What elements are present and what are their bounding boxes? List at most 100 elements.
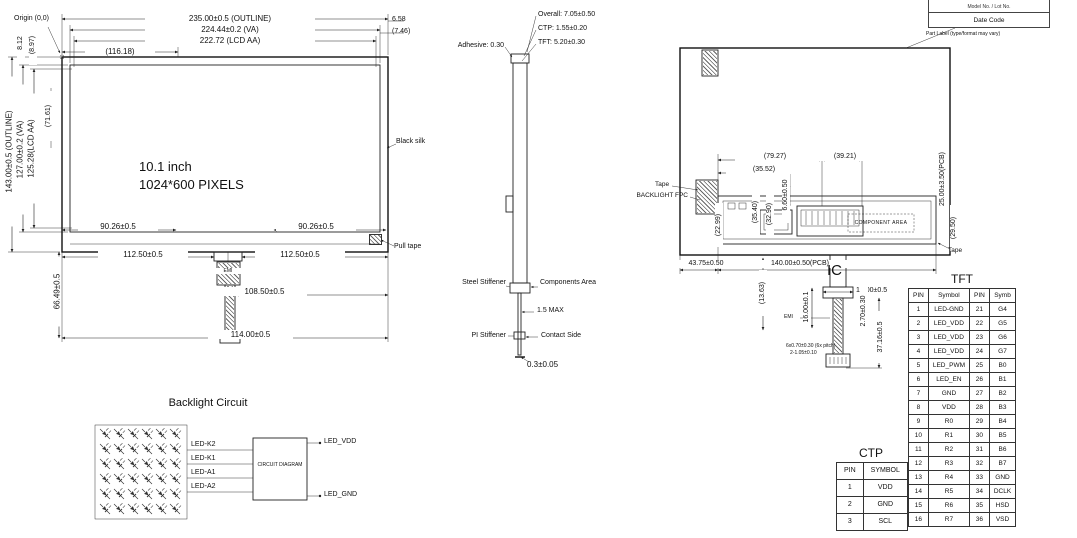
pin-table-cell: LED-GND	[927, 302, 971, 317]
pin-table-cell: SCL	[862, 513, 908, 531]
pin-table-cell: R4	[927, 470, 971, 485]
pin-table-cell: 4	[908, 344, 929, 359]
led-symbol	[127, 472, 140, 485]
pin-table-cell: 2	[836, 496, 864, 514]
part-label-caption: Part Label (type/format may vary)	[926, 31, 1001, 37]
led-symbol	[169, 502, 182, 515]
ic-label: IC	[827, 262, 842, 279]
pin-table-cell: LED_EN	[927, 372, 971, 387]
pin-table-cell: 7	[908, 386, 929, 401]
dim-overall-thickness: Overall: 7.05±0.50	[538, 11, 596, 18]
pin-table-cell: 34	[969, 484, 990, 499]
pin-table-cell: 16	[908, 512, 929, 527]
pin-table-header-cell: SYMBOL	[862, 462, 908, 480]
pin-table-cell: G4	[988, 302, 1017, 317]
pull-tape-label: Pull tape	[394, 243, 422, 250]
pin-table-cell: 9	[908, 414, 929, 429]
led-symbol	[169, 442, 182, 455]
led-symbol	[113, 457, 126, 470]
pin-table-cell: GND	[988, 470, 1017, 485]
led-symbol	[127, 502, 140, 515]
pin-table-cell: 33	[969, 470, 990, 485]
led-symbol	[99, 502, 112, 515]
led-symbol	[113, 502, 126, 515]
pi-stiffener-label: PI Stiffener	[471, 332, 506, 339]
led-symbol	[141, 427, 154, 440]
pin-table-cell: 23	[969, 330, 990, 345]
fpc-tail-hatch	[226, 286, 234, 336]
dim-4375: 43.75±0.50	[664, 260, 748, 268]
components-area-label: Components Area	[540, 279, 597, 286]
pin-table-cell: 6	[908, 372, 929, 387]
part-label-line1: Model No. / Lot No.	[967, 4, 1011, 10]
pin-table-cell: 10	[908, 428, 929, 443]
dim-3921: (39.21)	[807, 153, 883, 161]
dim-03: 0.3±0.05	[527, 360, 559, 369]
pin-table-cell: 14	[908, 484, 929, 499]
dim-15max: 1.5 MAX	[537, 307, 564, 314]
pin-table-cell: 21	[969, 302, 990, 317]
part-label-date-code: Date Code	[929, 12, 1049, 27]
pin-table-header-cell: Symbol	[927, 288, 971, 303]
led-symbol	[141, 442, 154, 455]
pin-table-cell: DCLK	[988, 484, 1017, 499]
dim-outline-width: 235.00±0.5 (OUTLINE)	[145, 14, 315, 23]
led-symbol	[141, 502, 154, 515]
led-symbol	[141, 487, 154, 500]
pin-table-cell: 13	[908, 470, 929, 485]
display-size-text: 10.1 inch	[139, 159, 192, 174]
dim-9026-left: 90.26±0.5	[78, 222, 158, 231]
led-symbol	[113, 442, 126, 455]
pin-table-cell: 29	[969, 414, 990, 429]
led-k1-label: LED-K1	[191, 455, 216, 462]
pull-tape-hatch	[369, 234, 382, 245]
dim-116: (116.18)	[85, 47, 155, 56]
led-symbol	[169, 472, 182, 485]
led-symbol	[155, 472, 168, 485]
tape-bottom-label: Tape	[948, 247, 963, 254]
emi-front-label: EMI	[215, 268, 241, 274]
pin-table-cell: 22	[969, 316, 990, 331]
pin-table-cell: 1	[908, 302, 929, 317]
pin-table-cell: 1	[836, 479, 864, 497]
dim-3716: 37.16±0.5	[877, 311, 885, 363]
led-symbol	[141, 472, 154, 485]
pin-table-cell: LED_VDD	[927, 330, 971, 345]
pin-table-cell: 12	[908, 456, 929, 471]
dim-aa-height: 125.28(LCD AA)	[26, 93, 36, 204]
dim-11250-left: 112.50±0.5	[98, 250, 188, 259]
led-symbol	[155, 502, 168, 515]
backlight-circuit-lines	[94, 424, 322, 520]
led-symbol	[155, 457, 168, 470]
pin-table-cell: B7	[988, 456, 1017, 471]
steel-stiffener-label: Steel Stiffener	[462, 279, 506, 286]
dim-tft-thickness: TFT: 5.20±0.30	[538, 39, 586, 46]
pin-table-cell: G5	[988, 316, 1017, 331]
pin-table-cell: 3	[908, 330, 929, 345]
pin-table-cell: 26	[969, 372, 990, 387]
display-resolution-text: 1024*600 PIXELS	[139, 177, 244, 192]
dim-ctp-thickness: CTP: 1.55±0.20	[538, 25, 587, 32]
led-symbol	[127, 457, 140, 470]
pin-table-cell: 35	[969, 498, 990, 513]
pin-table-cell: 15	[908, 498, 929, 513]
led-symbol	[99, 457, 112, 470]
dim-2299: (22.99)	[715, 203, 723, 247]
led-symbol	[169, 457, 182, 470]
led-a2-label: LED-A2	[191, 483, 216, 490]
dim-2500-pcb: 25.00±3.50(PCB)	[939, 133, 947, 225]
dim-9026-right: 90.26±0.5	[276, 222, 356, 231]
dim-897: (8.97)	[29, 25, 37, 65]
pin-table-cell: 30	[969, 428, 990, 443]
pin-table-cell: R7	[927, 512, 971, 527]
dim-va-height: 127.00±0.2 (VA)	[15, 84, 25, 215]
dim-812: 8.12	[17, 25, 25, 61]
led-symbol	[113, 472, 126, 485]
dim-270: 2.70±0.30	[860, 286, 868, 336]
led-symbol	[141, 457, 154, 470]
component-area-label: COMPONENT AREA	[854, 220, 908, 226]
pin-table-cell: G6	[988, 330, 1017, 345]
pin-table-cell: R5	[927, 484, 971, 499]
led-a1-label: LED-A1	[191, 469, 216, 476]
